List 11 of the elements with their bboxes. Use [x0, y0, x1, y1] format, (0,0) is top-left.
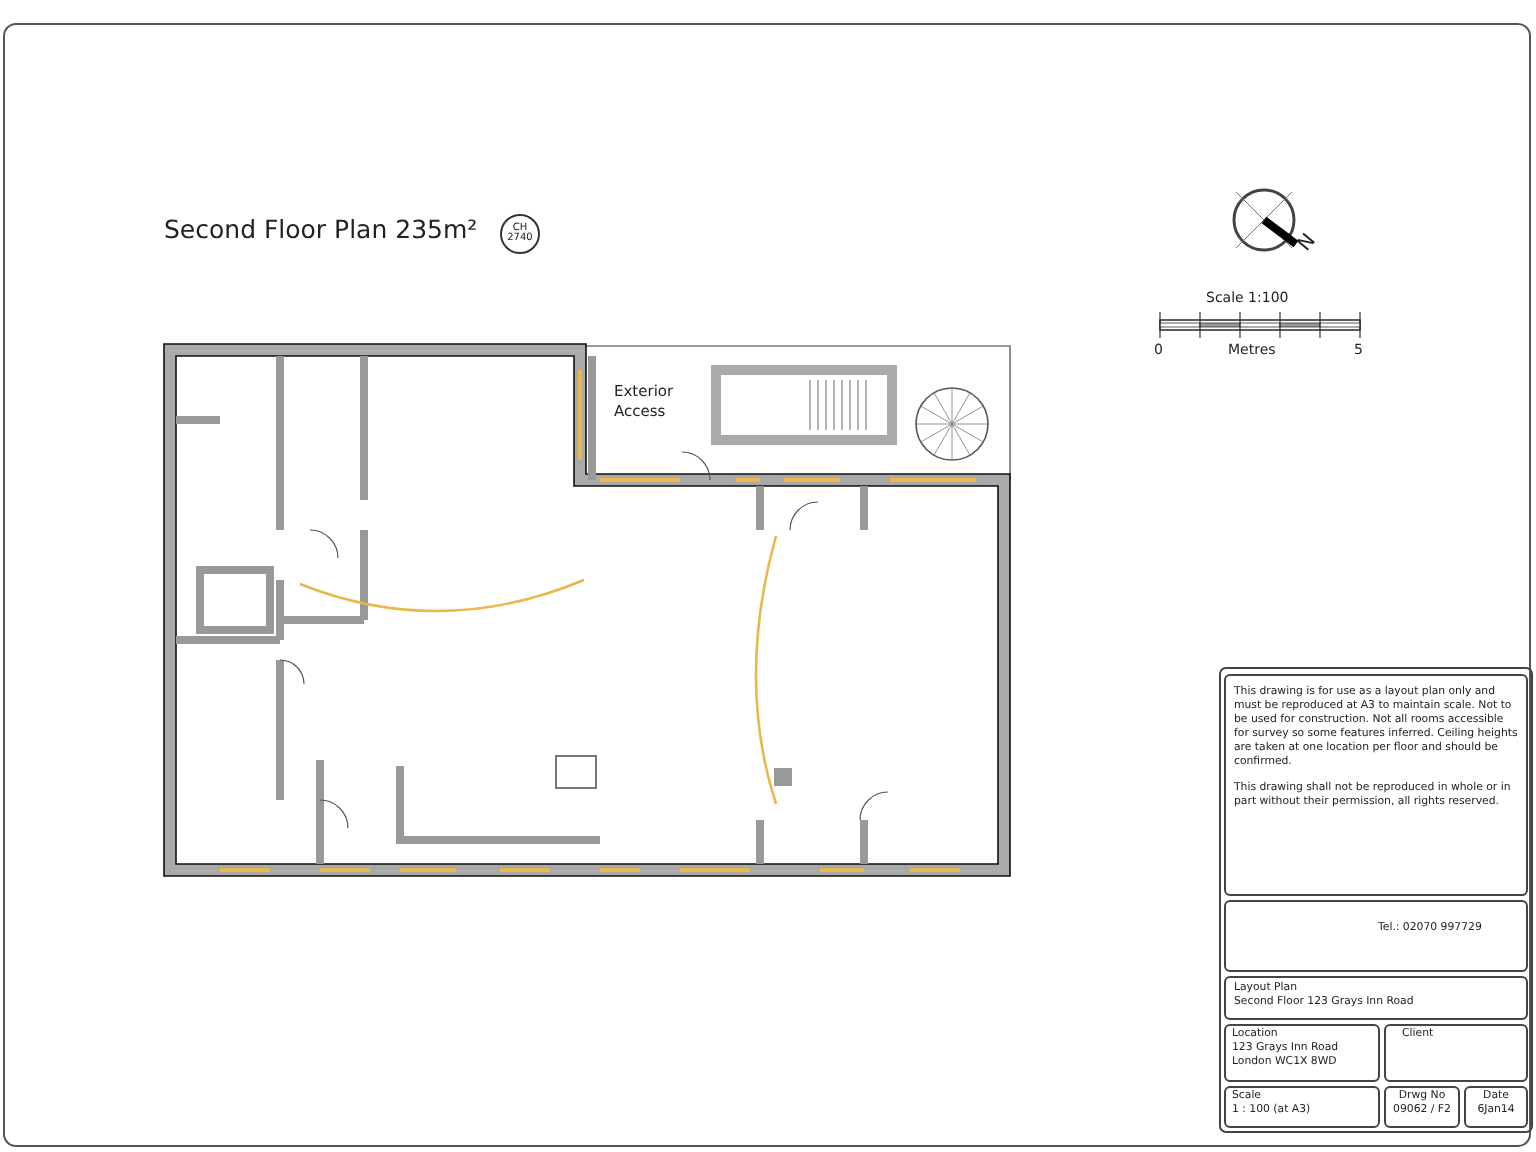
plan-title: Second Floor Plan 235m² [164, 214, 478, 244]
drawing-number-panel [1384, 1086, 1460, 1128]
notes-panel [1224, 674, 1528, 896]
layout-panel [1224, 976, 1528, 1020]
scale-panel [1224, 1086, 1380, 1128]
contact-panel [1224, 900, 1528, 972]
client-panel [1384, 1024, 1528, 1082]
location-panel [1224, 1024, 1380, 1082]
date-panel [1464, 1086, 1528, 1128]
ceiling-height-circle [500, 214, 540, 254]
compass-letter: N [1294, 230, 1321, 256]
